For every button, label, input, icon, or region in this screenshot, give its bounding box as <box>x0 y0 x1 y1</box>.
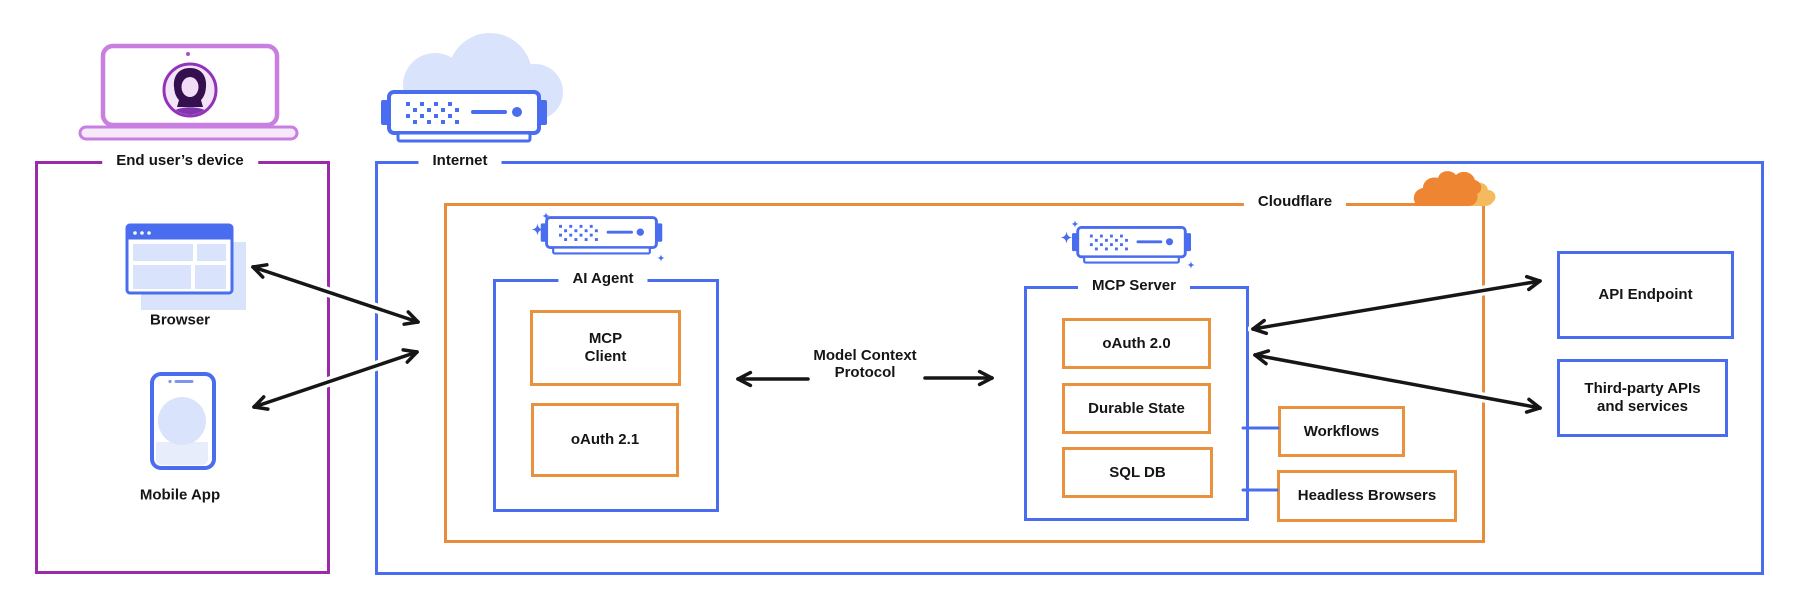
model-context-protocol-label: Model Context Protocol <box>813 347 917 381</box>
internet-label: Internet <box>418 151 502 171</box>
durable-state-box: Durable State <box>1062 383 1211 434</box>
mobile-app-icon <box>150 372 216 470</box>
mcp-server-icon <box>1060 220 1195 269</box>
browser-label: Browser <box>149 311 211 329</box>
api-endpoint-box: API Endpoint <box>1557 251 1734 339</box>
cloudflare-logo-icon <box>1413 171 1496 206</box>
oauth-2-0-box: oAuth 2.0 <box>1062 318 1211 369</box>
end-user-device-label: End user’s device <box>102 151 258 171</box>
internet-server-icon <box>380 33 563 143</box>
mobile-app-label: Mobile App <box>139 486 221 504</box>
mcp-server-label: MCP Server <box>1078 276 1190 296</box>
third-party-apis-box: Third-party APIs and services <box>1557 359 1728 437</box>
oauth-2-1-box: oAuth 2.1 <box>531 403 679 477</box>
ai-agent-label: AI Agent <box>558 269 648 289</box>
workflows-box: Workflows <box>1278 406 1405 457</box>
mcp-client-box: MCP Client <box>530 310 681 386</box>
ai-agent-server-icon <box>531 212 665 262</box>
browser-icon <box>125 223 246 310</box>
cloudflare-label: Cloudflare <box>1243 192 1347 212</box>
laptop-user-icon <box>78 43 299 141</box>
headless-browsers-box: Headless Browsers <box>1277 470 1457 522</box>
sql-db-box: SQL DB <box>1062 447 1213 498</box>
